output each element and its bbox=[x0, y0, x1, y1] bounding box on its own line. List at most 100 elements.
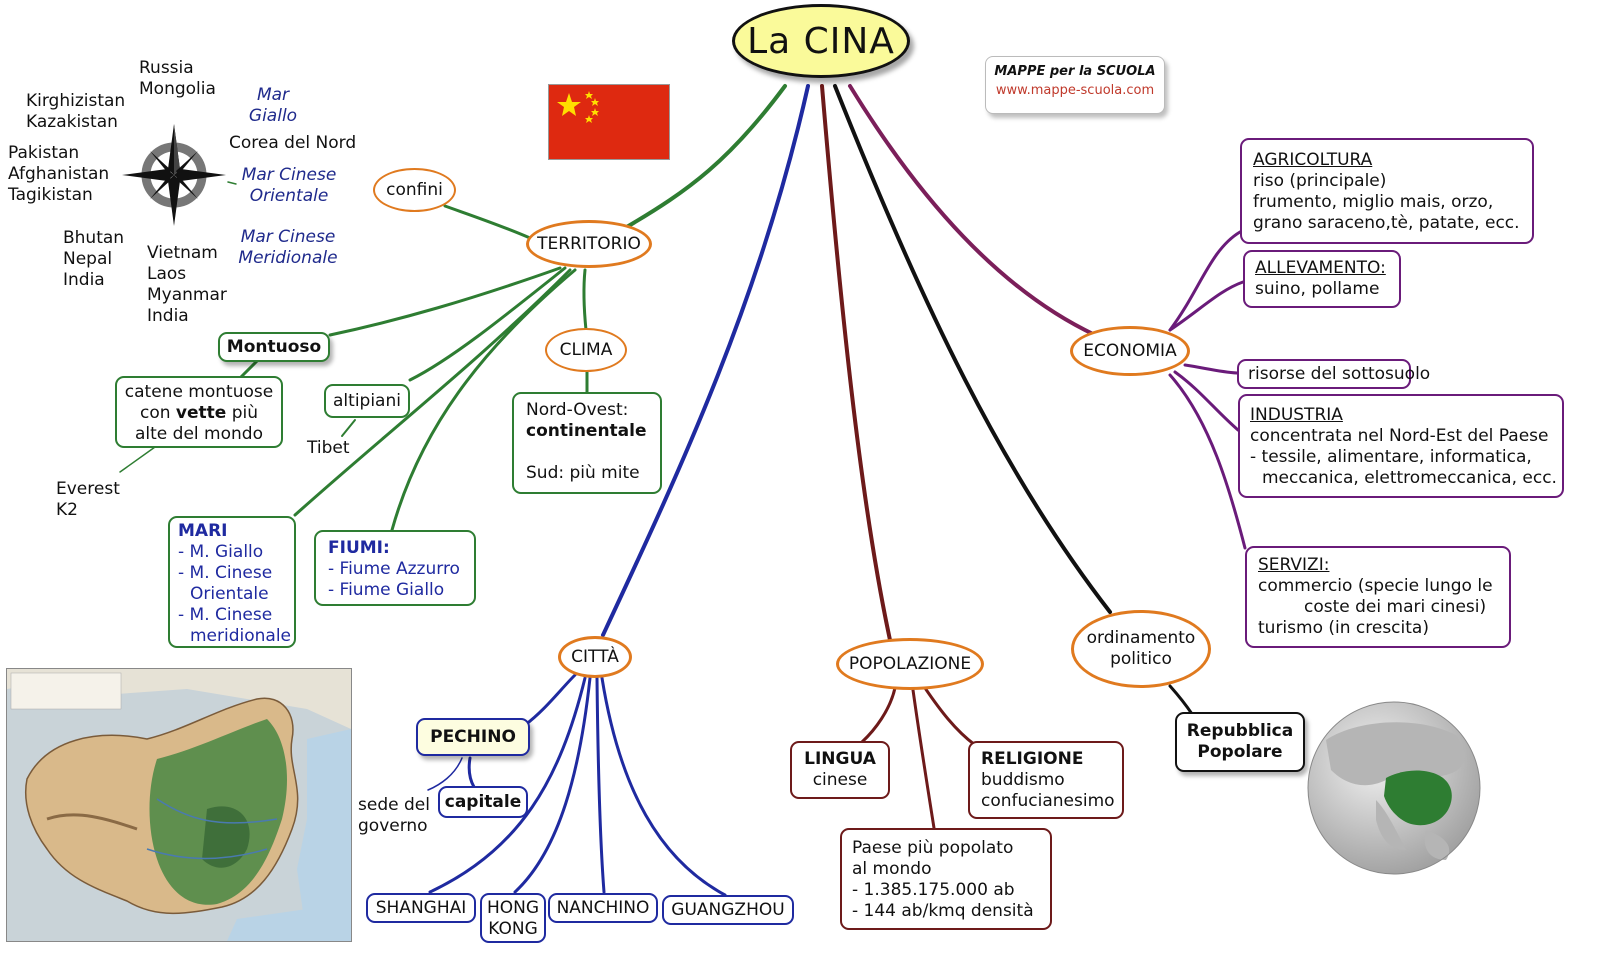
box-heading: FIUMI: bbox=[328, 538, 390, 558]
text-line: - 144 ab/kmq densità bbox=[852, 901, 1034, 921]
city-hong-kong[interactable]: HONG KONG bbox=[480, 893, 546, 943]
node-altipiani[interactable]: altipiani bbox=[324, 384, 410, 418]
link-title-territorio bbox=[623, 84, 787, 230]
country-list-southwest: Bhutan Nepal India bbox=[63, 228, 124, 291]
city-label: HONG bbox=[486, 898, 540, 918]
link-pechino-sede bbox=[427, 757, 463, 791]
link-territorio-fiumi bbox=[390, 268, 577, 532]
node-montuoso[interactable]: Montuoso bbox=[218, 332, 330, 362]
link-ordinamento-repubblica bbox=[1168, 684, 1194, 716]
country-label: Tagikistan bbox=[8, 185, 93, 205]
list-item: - M. Giallo bbox=[178, 542, 264, 562]
country-list-west: Pakistan Afghanistan Tagikistan bbox=[8, 143, 109, 206]
node-clima[interactable]: CLIMA bbox=[545, 328, 627, 372]
list-item: meridionale bbox=[190, 626, 292, 646]
country-list-north: Russia Mongolia bbox=[139, 58, 216, 100]
link-economia-risorse bbox=[1183, 363, 1239, 375]
sea-label-orientale: Mar Cinese Orientale bbox=[239, 165, 339, 207]
city-label: NANCHINO bbox=[556, 898, 650, 918]
spacer bbox=[526, 442, 660, 463]
link-citta-pechino bbox=[523, 673, 577, 727]
node-label: ECONOMIA bbox=[1083, 340, 1177, 361]
text-line: alte del mondo bbox=[135, 424, 263, 444]
city-guangzhou[interactable]: GUANGZHOU bbox=[662, 895, 794, 925]
text-line: turismo (in crescita) bbox=[1258, 618, 1429, 638]
link-citta-nanchino bbox=[595, 676, 606, 894]
box-lingua: LINGUA cinese bbox=[790, 741, 890, 799]
text-line: ordinamento bbox=[1086, 628, 1196, 648]
node-territorio[interactable]: TERRITORIO bbox=[526, 220, 652, 268]
china-flag bbox=[548, 84, 670, 160]
link-economia-industria bbox=[1173, 370, 1240, 432]
node-confini[interactable]: confini bbox=[373, 168, 456, 212]
country-list-northwest: Kirghizistan Kazakistan bbox=[26, 91, 125, 133]
sea-line: Mar Cinese bbox=[241, 165, 337, 185]
node-ordinamento[interactable]: ordinamento politico bbox=[1071, 610, 1211, 688]
node-label: confini bbox=[386, 179, 443, 200]
box-allevamento: ALLEVAMENTO: suino, pollame bbox=[1243, 250, 1401, 308]
sea-line: Mar Cinese bbox=[240, 227, 336, 247]
country-label: Pakistan bbox=[8, 143, 80, 163]
link-popolazione-lingua bbox=[860, 686, 897, 744]
text-part: con bbox=[139, 403, 176, 423]
country-label: Russia bbox=[139, 58, 194, 78]
brand-url[interactable]: www.mappe-scuola.com bbox=[995, 83, 1155, 98]
text-line: confucianesimo bbox=[981, 791, 1115, 811]
list-item: - Fiume Azzurro bbox=[328, 559, 460, 579]
globe-china bbox=[1307, 701, 1481, 875]
country-label: Vietnam bbox=[147, 243, 218, 263]
box-heading: RELIGIONE bbox=[981, 749, 1084, 769]
text-line: Nord-Ovest: bbox=[526, 400, 629, 420]
node-label: Montuoso bbox=[226, 337, 322, 357]
link-economia-agricoltura bbox=[1168, 230, 1242, 332]
text-line: meccanica, elettromeccanica, ecc. bbox=[1262, 468, 1557, 488]
text-line: grano saraceno,tè, patate, ecc. bbox=[1253, 213, 1520, 233]
text-part: più bbox=[226, 403, 259, 423]
text-line: governo bbox=[358, 816, 428, 836]
text-line: al mondo bbox=[852, 859, 932, 879]
node-label: CITTÀ bbox=[571, 646, 619, 667]
country-label: Nepal bbox=[63, 249, 113, 269]
node-citta[interactable]: CITTÀ bbox=[558, 636, 632, 678]
text-line: riso (principale) bbox=[1253, 171, 1387, 191]
link-altipiani-tibet bbox=[341, 419, 356, 437]
text-line: Sud: più mite bbox=[526, 463, 640, 483]
node-popolazione[interactable]: POPOLAZIONE bbox=[836, 638, 984, 690]
link-montuoso-catene bbox=[238, 358, 260, 380]
link-citta-shanghai bbox=[428, 676, 587, 894]
brand-name: MAPPE per la SCUOLA bbox=[994, 64, 1156, 79]
node-label: CLIMA bbox=[559, 339, 613, 360]
link-title-citta bbox=[601, 84, 810, 637]
text-line: Popolare bbox=[1197, 742, 1283, 762]
link-citta-guangzhou bbox=[600, 676, 727, 897]
box-risorse: risorse del sottosuolo bbox=[1237, 359, 1430, 389]
country-label: Laos bbox=[147, 264, 187, 284]
text-line: sede del bbox=[358, 795, 430, 815]
sea-line: Mar bbox=[256, 85, 290, 105]
text-line: Repubblica bbox=[1186, 721, 1294, 741]
box-mari: MARI - M. Giallo - M. Cinese Orientale -… bbox=[168, 516, 296, 648]
sea-line: Meridionale bbox=[238, 248, 338, 268]
box-heading: MARI bbox=[178, 521, 228, 541]
node-label: altipiani bbox=[333, 391, 401, 411]
city-label: GUANGZHOU bbox=[671, 900, 785, 920]
link-economia-allevamento bbox=[1168, 280, 1245, 332]
link-catene-everest bbox=[119, 446, 156, 473]
box-dati-popolazione: Paese più popolato al mondo - 1.385.175.… bbox=[840, 828, 1052, 930]
list-item: - M. Cinese bbox=[178, 605, 273, 625]
box-heading: AGRICOLTURA bbox=[1253, 150, 1373, 170]
box-capitale: capitale bbox=[438, 786, 528, 818]
link-pechino-capitale bbox=[467, 756, 476, 789]
text-line: frumento, miglio mais, orzo, bbox=[1253, 192, 1494, 212]
title-node: La CINA bbox=[732, 4, 910, 78]
city-shanghai[interactable]: SHANGHAI bbox=[366, 893, 476, 923]
link-popolazione-religione bbox=[923, 686, 977, 747]
node-pechino[interactable]: PECHINO bbox=[416, 718, 530, 756]
list-item: - Fiume Giallo bbox=[328, 580, 445, 600]
city-nanchino[interactable]: NANCHINO bbox=[548, 893, 658, 923]
map-illustration bbox=[7, 669, 351, 941]
node-economia[interactable]: ECONOMIA bbox=[1070, 326, 1190, 376]
country-label: Afghanistan bbox=[8, 164, 110, 184]
peak-label: Everest bbox=[56, 479, 120, 499]
